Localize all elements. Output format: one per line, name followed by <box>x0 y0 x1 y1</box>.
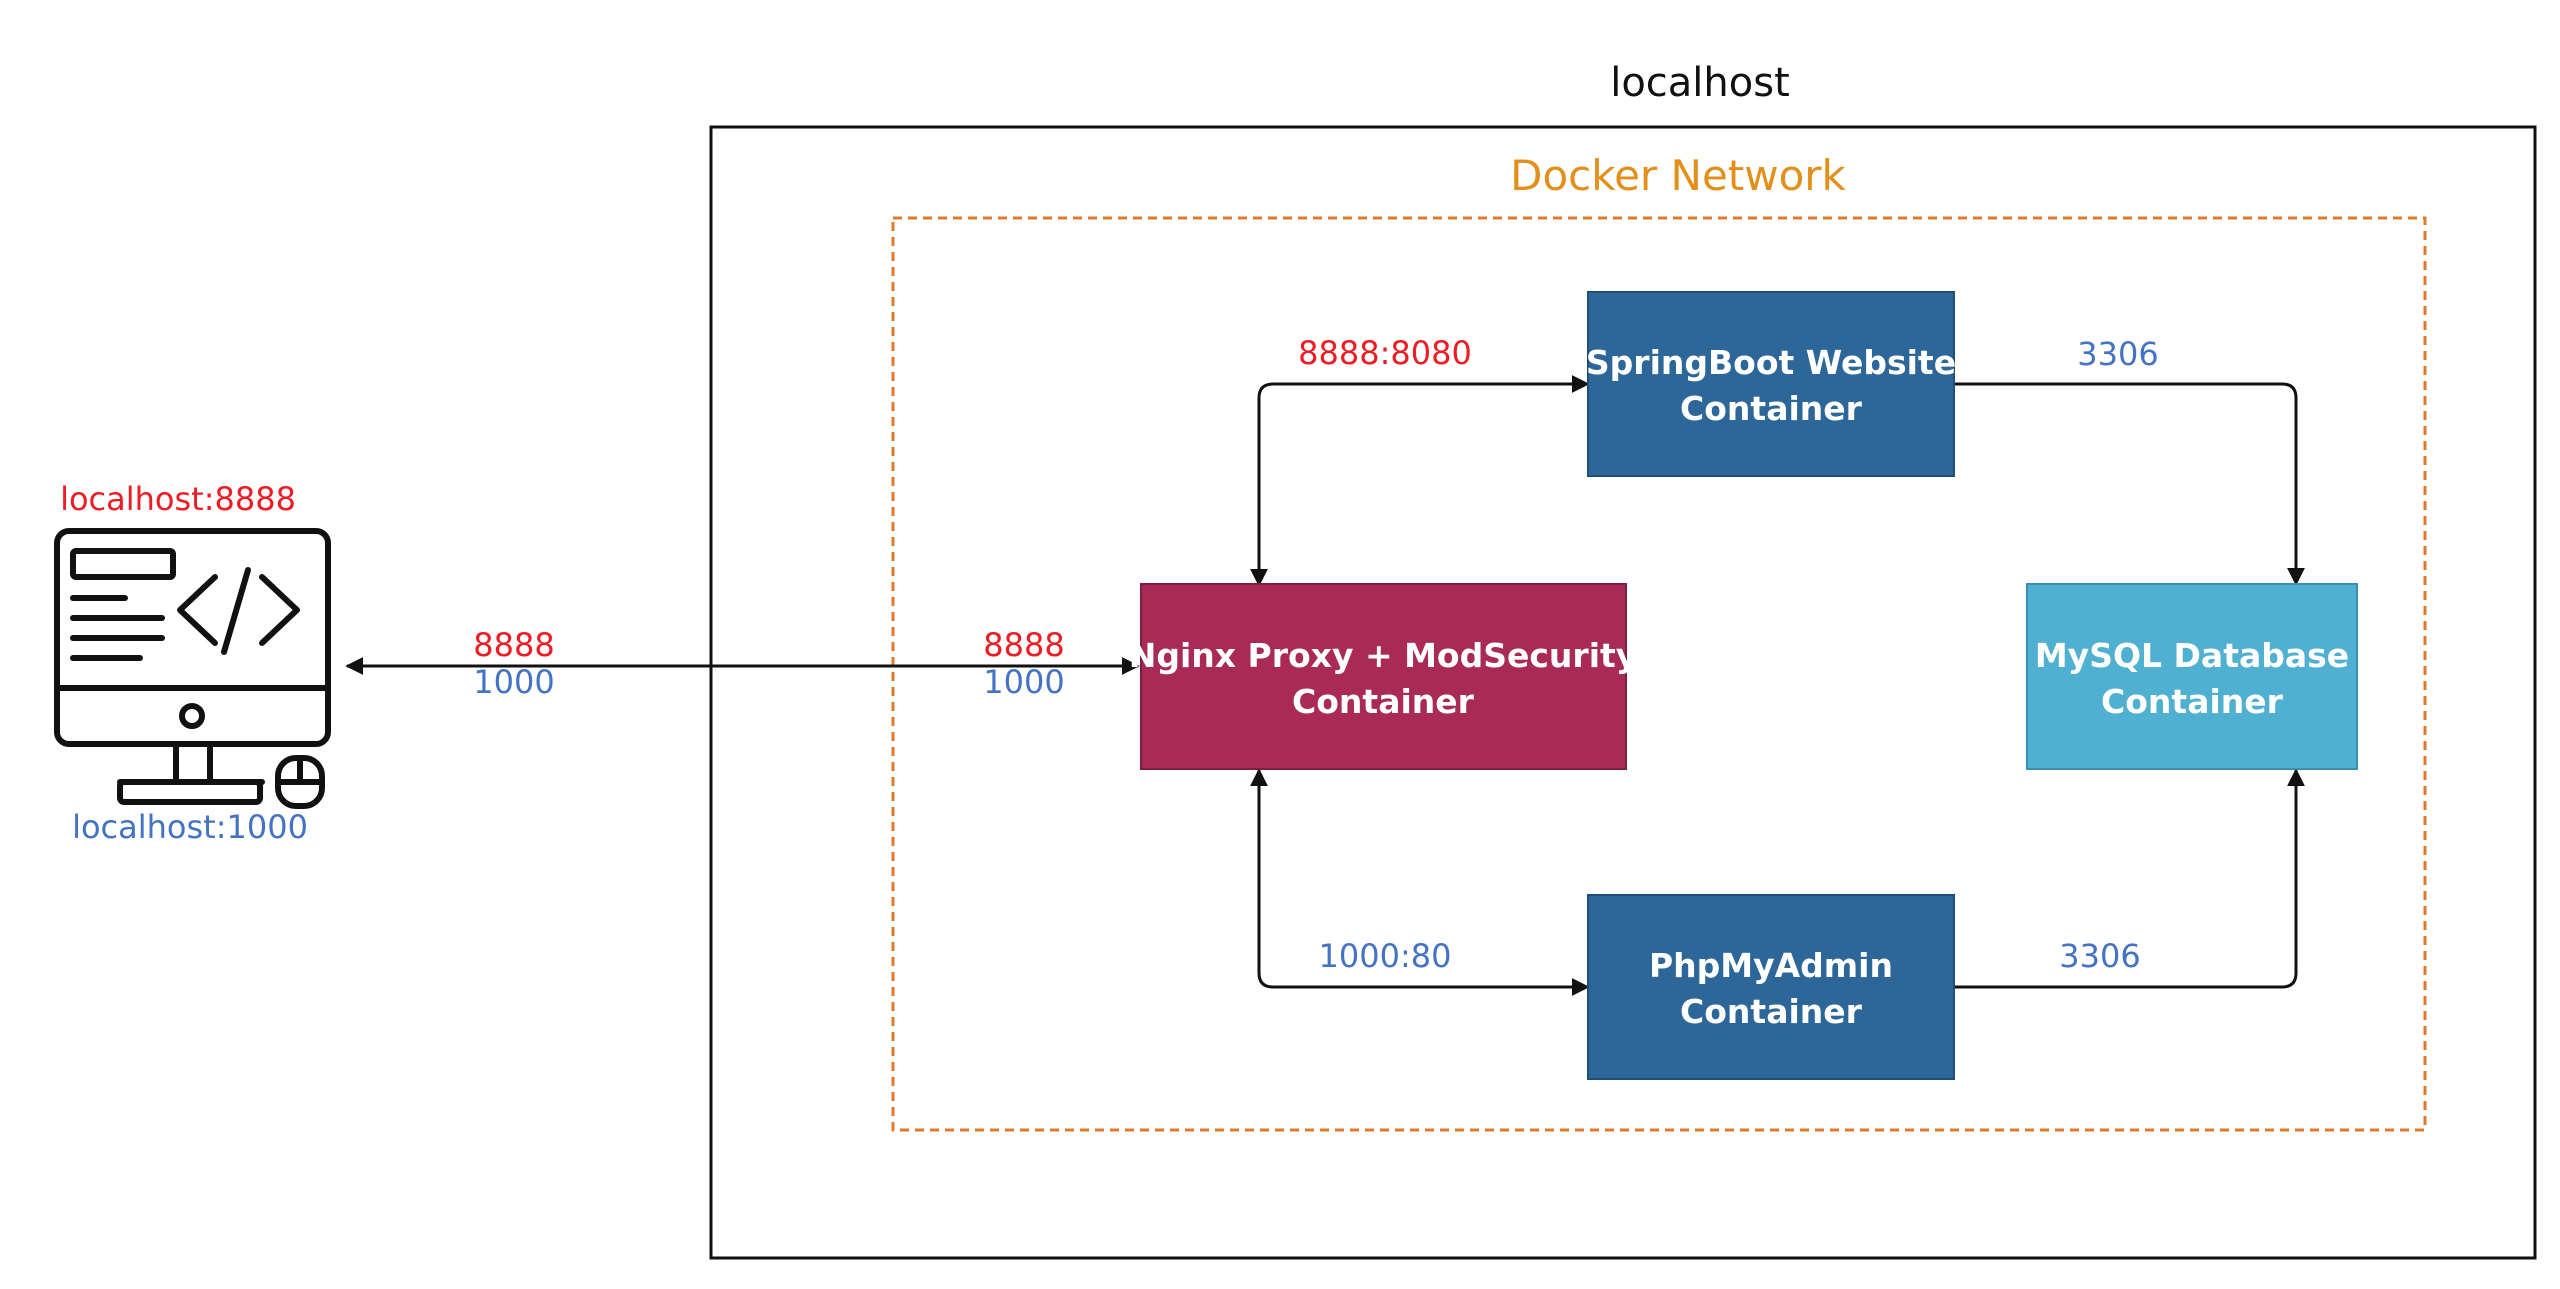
port-label-1000-80: 1000:80 <box>1319 937 1452 975</box>
nginx-edge-port-1000: 1000 <box>983 663 1064 701</box>
localhost-title: localhost <box>1610 60 1790 106</box>
nginx-container-box: Nginx Proxy + ModSecurity Container <box>1129 583 1638 770</box>
client-label-localhost-1000: localhost:1000 <box>72 808 308 846</box>
port-label-3306-springboot: 3306 <box>2077 335 2158 373</box>
nginx-line1: Nginx Proxy + ModSecurity <box>1129 636 1638 675</box>
localhost-frame <box>709 125 2537 1260</box>
mysql-line1: MySQL Database <box>2035 636 2349 675</box>
phpmyadmin-line2: Container <box>1680 992 1863 1031</box>
client-label-localhost-8888: localhost:8888 <box>60 480 296 518</box>
client-edge-port-8888: 8888 <box>473 626 554 664</box>
client-edge-port-1000: 1000 <box>473 663 554 701</box>
springboot-line1: SpringBoot Website <box>1586 343 1956 382</box>
nginx-springboot-connector <box>1250 375 1590 587</box>
nginx-phpmyadmin-connector <box>1250 768 1590 996</box>
computer-code-icon <box>54 528 331 809</box>
springboot-mysql-connector <box>1953 382 2305 586</box>
mysql-line2: Container <box>2101 682 2284 721</box>
phpmyadmin-line1: PhpMyAdmin <box>1649 946 1893 985</box>
springboot-line2: Container <box>1680 389 1863 428</box>
phpmyadmin-container-box: PhpMyAdmin Container <box>1587 894 1955 1080</box>
mysql-container-box: MySQL Database Container <box>2026 583 2358 770</box>
springboot-container-box: SpringBoot Website Container <box>1586 291 1956 477</box>
nginx-line2: Container <box>1292 682 1475 721</box>
phpmyadmin-mysql-connector <box>1953 768 2305 989</box>
docker-network-label: Docker Network <box>1510 151 1846 200</box>
port-label-8888-8080: 8888:8080 <box>1298 334 1472 372</box>
port-label-3306-phpmyadmin: 3306 <box>2059 937 2140 975</box>
nginx-edge-port-8888: 8888 <box>983 626 1064 664</box>
